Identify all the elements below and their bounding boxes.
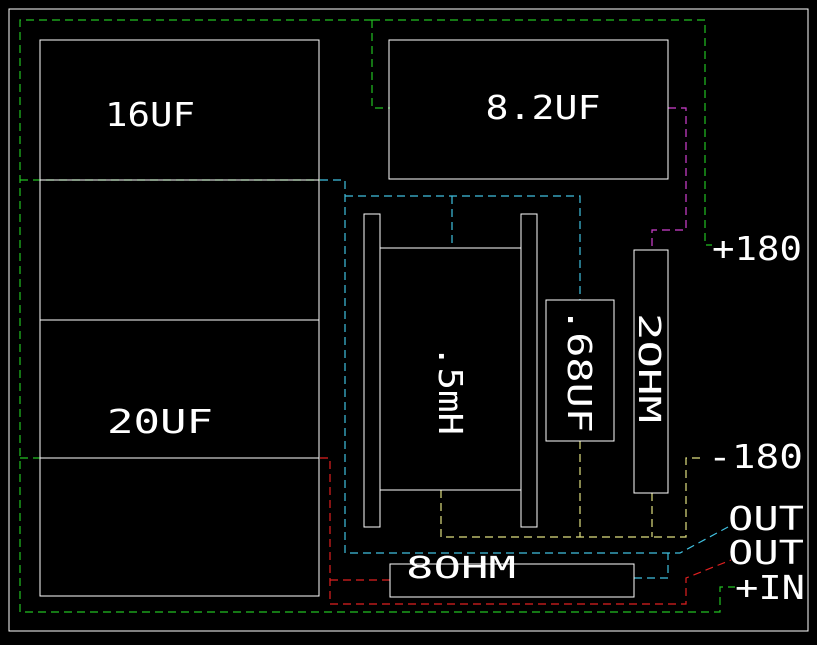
label-8-2uf: 8.2UF — [486, 88, 601, 127]
label-16uf: 16UF — [105, 95, 195, 134]
component-outlines — [39, 39, 669, 598]
label-8ohm: 8OHM — [406, 551, 516, 586]
cyan-trace — [320, 179, 729, 579]
inductor-left-flange — [363, 213, 381, 528]
resistor-2ohm-body — [633, 249, 669, 494]
terminal-plus-180: +180 — [712, 229, 802, 268]
capacitor-8-2uf-body — [388, 39, 669, 180]
red-trace — [320, 457, 732, 605]
terminal-plus-in: +IN — [735, 568, 805, 607]
label-20uf: 20UF — [107, 402, 213, 441]
label-068uf: .68UF — [560, 307, 599, 433]
terminal-out-1: OUT — [728, 499, 804, 538]
inductor-right-flange — [520, 213, 538, 528]
terminal-out-2: OUT — [728, 533, 804, 572]
resistor-8ohm-body — [389, 563, 635, 598]
label-inductor: .5mH — [431, 345, 470, 435]
capacitor-068uf-body — [545, 299, 615, 442]
label-2ohm: 2OHM — [631, 313, 666, 423]
yellow-trace — [440, 441, 705, 538]
terminal-minus-180: -180 — [708, 437, 803, 476]
board-outline — [8, 8, 809, 632]
inductor-body — [379, 247, 522, 491]
